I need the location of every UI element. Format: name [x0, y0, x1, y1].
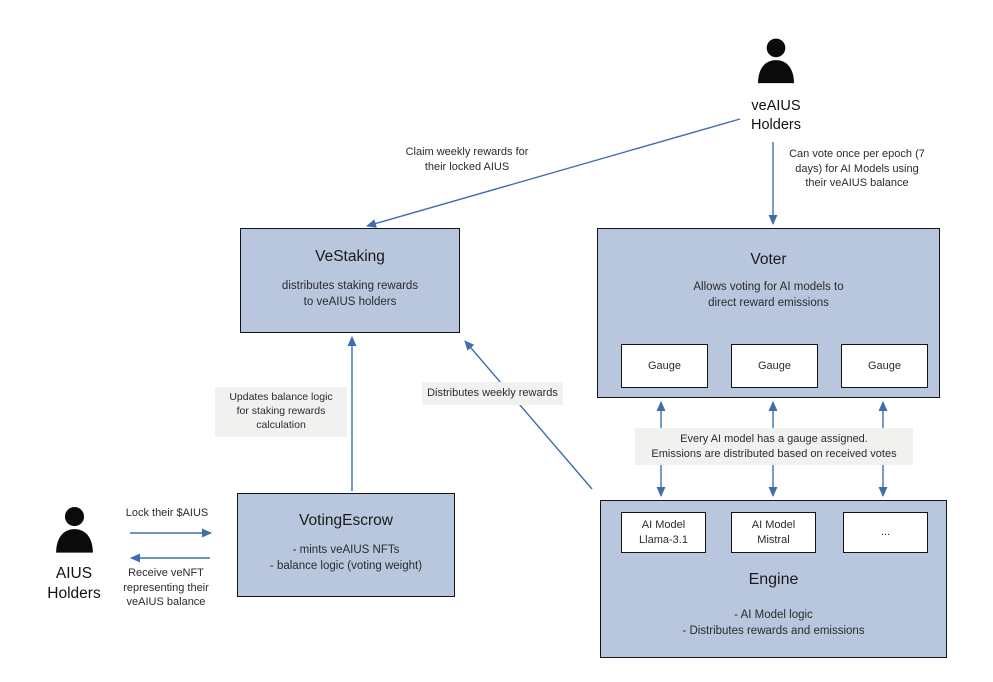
aius-holders-label: AIUS Holders	[47, 565, 101, 602]
gauge-box-2: Gauge	[731, 344, 818, 388]
vestaking-title: VeStaking	[315, 248, 385, 265]
voter-body: Allows voting for AI models to direct re…	[693, 281, 844, 309]
gauge-box-3: Gauge	[841, 344, 928, 388]
gauge-box-1: Gauge	[621, 344, 708, 388]
vestaking-box: VeStaking distributes staking rewards to…	[240, 228, 460, 333]
ai-model-box-3: ...	[843, 512, 928, 553]
engine-box: AI Model Llama-3.1 AI Model Mistral ... …	[600, 500, 947, 658]
ai-model-label-2: AI Model Mistral	[751, 519, 796, 546]
voter-title: Voter	[750, 251, 787, 268]
updates-balance-label: Updates balance logic for staking reward…	[215, 387, 347, 437]
engine-title: Engine	[748, 571, 799, 588]
gauge-label-3: Gauge	[867, 359, 902, 372]
gauge-note-label: Every AI model has a gauge assigned. Emi…	[635, 428, 913, 466]
gauge-label-1: Gauge	[647, 359, 682, 372]
votingescrow-body: - mints veAIUS NFTs - balance logic (vot…	[269, 544, 423, 572]
voter-box: Voter Allows voting for AI models to dir…	[597, 228, 940, 398]
lock-aius-label: Lock their $AIUS	[125, 507, 209, 519]
vote-label: Can vote once per epoch (7 days) for AI …	[789, 148, 925, 190]
ai-model-label-1: AI Model Llama-3.1	[639, 519, 688, 546]
veaius-holders-label: veAIUS Holders	[751, 98, 801, 133]
gauge-label-2: Gauge	[757, 359, 792, 372]
distributes-rewards-label: Distributes weekly rewards	[422, 382, 563, 405]
ai-model-label-3: ...	[880, 526, 891, 539]
distributes-rewards-arrow	[464, 340, 593, 490]
person-icon-aius	[56, 507, 93, 553]
votingescrow-title: VotingEscrow	[299, 512, 393, 529]
vestaking-body: distributes staking rewards to veAIUS ho…	[281, 280, 419, 308]
claim-rewards-label: Claim weekly rewards for their locked AI…	[405, 146, 529, 173]
engine-body: - AI Model logic - Distributes rewards a…	[682, 609, 865, 637]
ai-model-box-1: AI Model Llama-3.1	[621, 512, 706, 553]
person-icon-veaius	[758, 38, 794, 84]
votingescrow-box: VotingEscrow - mints veAIUS NFTs - balan…	[237, 493, 455, 597]
ai-model-box-2: AI Model Mistral	[731, 512, 816, 553]
receive-venft-label: Receive veNFT representing their veAIUS …	[123, 567, 209, 609]
